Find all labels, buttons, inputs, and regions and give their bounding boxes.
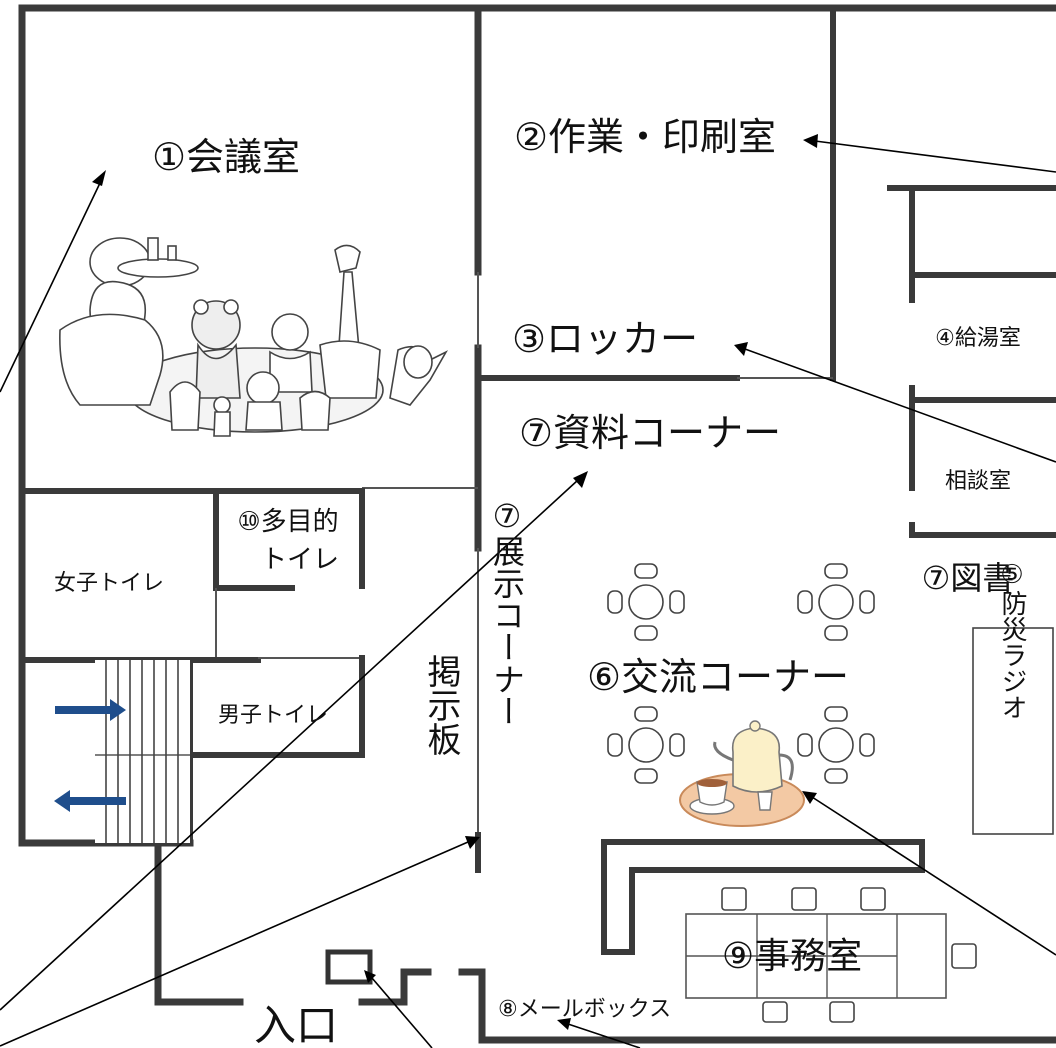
mailbox-post bbox=[325, 949, 373, 985]
work-print-room-label: ②作業・印刷室 bbox=[514, 115, 776, 159]
materials-corner-label: ⑦資料コーナー bbox=[519, 411, 781, 455]
mailbox-label: ⑧メールボックス bbox=[498, 997, 671, 1022]
exchange-tables bbox=[607, 563, 875, 784]
tea-set-illustration bbox=[679, 720, 805, 827]
multipurpose-toilet-label-2: トイレ bbox=[261, 545, 339, 575]
womens-toilet-label: 女子トイレ bbox=[54, 571, 164, 596]
animals-meeting-illustration bbox=[59, 237, 449, 437]
walls bbox=[18, 4, 1056, 1044]
exchange-corner-label: ⑥交流コーナー bbox=[587, 655, 849, 699]
stair-arrow-icon bbox=[55, 699, 126, 721]
entrance-label: 入口 bbox=[254, 1001, 338, 1048]
office-label: ⑨事務室 bbox=[722, 936, 862, 977]
locker-label: ③ロッカー bbox=[512, 317, 698, 361]
exhibition-corner-label: ⑦展示コーナー bbox=[488, 497, 526, 727]
mens-toilet-label: 男子トイレ bbox=[218, 703, 328, 728]
consultation-room-label: 相談室 bbox=[945, 469, 1011, 494]
office-desks bbox=[685, 887, 977, 1023]
leader-lines bbox=[0, 134, 1056, 1048]
disaster-radio-label: ⑤防災ラジオ bbox=[997, 560, 1027, 720]
stairs bbox=[54, 660, 190, 843]
library-label: ⑦図書 bbox=[922, 559, 1015, 597]
table-with-chairs-icon bbox=[797, 563, 875, 641]
bulletin-board-label: 掲示板 bbox=[421, 654, 461, 756]
table-with-chairs-icon bbox=[607, 563, 685, 641]
kitchenette-label: ④給湯室 bbox=[935, 326, 1021, 351]
disaster-radio-box bbox=[972, 627, 1054, 835]
table-with-chairs-icon bbox=[607, 706, 685, 784]
multipurpose-toilet-label-1: ⑩多目的 bbox=[237, 507, 338, 537]
stair-arrow-icon bbox=[54, 790, 126, 812]
meeting-room-label: ①会議室 bbox=[152, 135, 300, 179]
table-with-chairs-icon bbox=[797, 706, 875, 784]
